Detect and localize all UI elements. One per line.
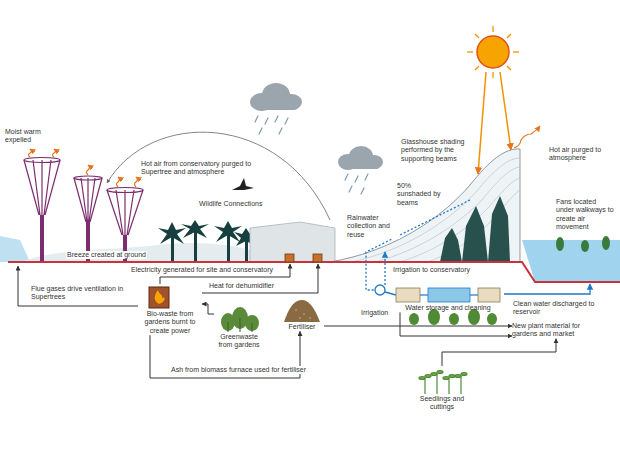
item-caption: Seedlings and cuttings	[412, 395, 472, 412]
item-caption: Bio-waste from gardens burnt to create p…	[138, 310, 202, 335]
labelled-item: Bio-waste from gardens burnt to create p…	[138, 284, 202, 335]
flow-arrow	[324, 326, 512, 327]
annotation-label: Irrigation to conservatory	[392, 266, 471, 274]
flow-label: Ash from biomass furnace used for fertil…	[170, 366, 307, 374]
labelled-item: Water storage and cleaning	[392, 286, 504, 312]
item-caption: New plant material for gardens and marke…	[512, 322, 602, 339]
annotation-label: 50% sunshaded by beams	[396, 182, 448, 207]
item-caption: Fertiliser	[280, 323, 324, 331]
annotation-label: Wildlife Connections	[198, 200, 263, 208]
labelled-item: Greenwaste from gardens	[214, 302, 264, 350]
labelled-item: Fertiliser	[280, 296, 324, 331]
annotation-label: Breeze created at ground	[66, 251, 147, 259]
annotation-label: Hot air purged to atmosphere	[548, 146, 605, 163]
annotation-label: Moist warm expelled	[4, 128, 50, 145]
annotation-label: Heat for dehumidifier	[208, 282, 275, 290]
flow-arrow	[202, 304, 214, 314]
labelled-item: New plant material for gardens and marke…	[512, 322, 602, 339]
flow-label: Irrigation	[360, 309, 389, 317]
flow-arrow	[442, 339, 556, 366]
annotation-label: Rainwater collection and reuse	[346, 214, 400, 239]
item-caption: Water storage and cleaning	[392, 304, 504, 312]
annotation-label: Hot air from conservatory purged to Supe…	[140, 160, 254, 177]
item-caption: Greenwaste from gardens	[214, 333, 264, 350]
annotation-label: Electricity generated for site and conse…	[130, 266, 274, 274]
annotation-label: Glasshouse shading performed by the supp…	[400, 138, 472, 163]
labelled-item: Seedlings and cuttings	[412, 366, 472, 412]
annotation-label: Flue gases drive ventilation in Supertre…	[30, 285, 132, 302]
flow-arrow	[400, 312, 512, 336]
annotation-label: Fans located under walkways to create ai…	[555, 198, 615, 232]
annotation-label: Clean water discharged to reservoir	[512, 300, 604, 317]
